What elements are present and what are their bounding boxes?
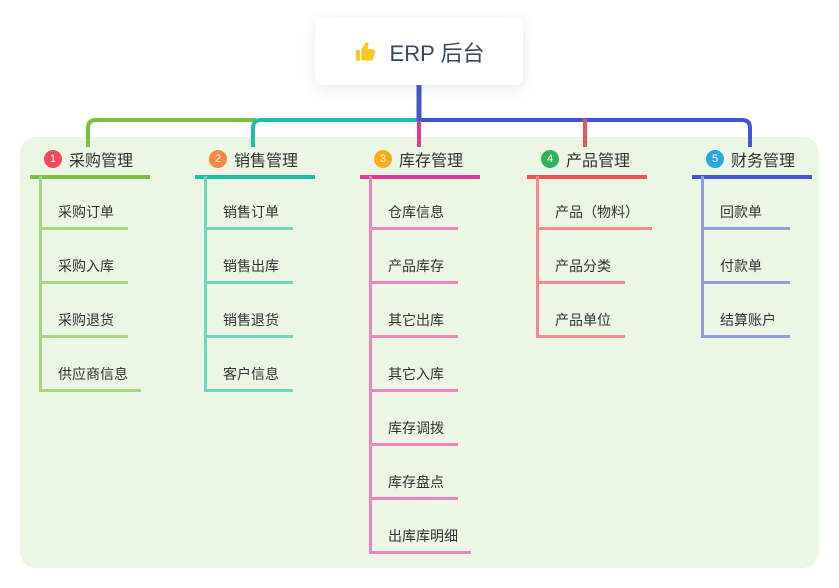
child-node[interactable]: 结算账户 [704, 284, 790, 338]
branch-badge-2: 2 [209, 150, 227, 168]
child-node[interactable]: 库存调拨 [372, 392, 458, 446]
branch-procurement: 1 采购管理 采购订单 采购入库 采购退货 供应商信息 [30, 148, 150, 392]
branch-badge-4: 4 [541, 150, 559, 168]
branch-label: 销售管理 [234, 153, 299, 170]
child-node[interactable]: 其它出库 [372, 284, 458, 338]
branch-sales: 2 销售管理 销售订单 销售出库 销售退货 客户信息 [195, 148, 315, 392]
branch-node-sales[interactable]: 2 销售管理 [195, 148, 315, 179]
branch-node-inventory[interactable]: 3 库存管理 [360, 148, 480, 179]
canvas-panel [20, 137, 819, 568]
child-node[interactable]: 供应商信息 [42, 338, 141, 392]
child-node[interactable]: 其它入库 [372, 338, 458, 392]
branch-children: 回款单 付款单 结算账户 [701, 176, 790, 338]
branch-node-procurement[interactable]: 1 采购管理 [30, 148, 150, 179]
branch-inventory: 3 库存管理 仓库信息 产品库存 其它出库 其它入库 库存调拨 库存盘点 出库库… [360, 148, 480, 554]
branch-badge-3: 3 [374, 150, 392, 168]
branch-label: 库存管理 [399, 153, 464, 170]
child-node[interactable]: 采购入库 [42, 230, 128, 284]
child-node[interactable]: 回款单 [704, 176, 790, 230]
child-node[interactable]: 产品（物料） [539, 176, 652, 230]
branch-badge-5: 5 [706, 150, 724, 168]
child-node[interactable]: 出库库明细 [372, 500, 471, 554]
child-node[interactable]: 销售退货 [207, 284, 293, 338]
branch-children: 产品（物料） 产品分类 产品单位 [536, 176, 652, 338]
child-node[interactable]: 产品库存 [372, 230, 458, 284]
child-node[interactable]: 产品分类 [539, 230, 625, 284]
child-node[interactable]: 销售出库 [207, 230, 293, 284]
branch-product: 4 产品管理 产品（物料） 产品分类 产品单位 [527, 148, 652, 338]
child-node[interactable]: 采购订单 [42, 176, 128, 230]
branch-label: 财务管理 [731, 153, 796, 170]
branch-node-product[interactable]: 4 产品管理 [527, 148, 647, 179]
root-node[interactable]: ERP 后台 [315, 18, 523, 85]
child-node[interactable]: 仓库信息 [372, 176, 458, 230]
branch-node-finance[interactable]: 5 财务管理 [692, 148, 812, 179]
branch-label: 产品管理 [566, 153, 631, 170]
child-node[interactable]: 销售订单 [207, 176, 293, 230]
branch-children: 仓库信息 产品库存 其它出库 其它入库 库存调拨 库存盘点 出库库明细 [369, 176, 471, 554]
child-node[interactable]: 客户信息 [207, 338, 293, 392]
branch-finance: 5 财务管理 回款单 付款单 结算账户 [692, 148, 812, 338]
child-node[interactable]: 库存盘点 [372, 446, 458, 500]
child-node[interactable]: 采购退货 [42, 284, 128, 338]
thumbs-up-icon [354, 39, 379, 64]
branch-children: 采购订单 采购入库 采购退货 供应商信息 [39, 176, 141, 392]
child-node[interactable]: 付款单 [704, 230, 790, 284]
branch-children: 销售订单 销售出库 销售退货 客户信息 [204, 176, 293, 392]
branch-label: 采购管理 [69, 153, 134, 170]
child-node[interactable]: 产品单位 [539, 284, 625, 338]
root-node-label: ERP 后台 [389, 40, 485, 66]
branch-badge-1: 1 [44, 150, 62, 168]
